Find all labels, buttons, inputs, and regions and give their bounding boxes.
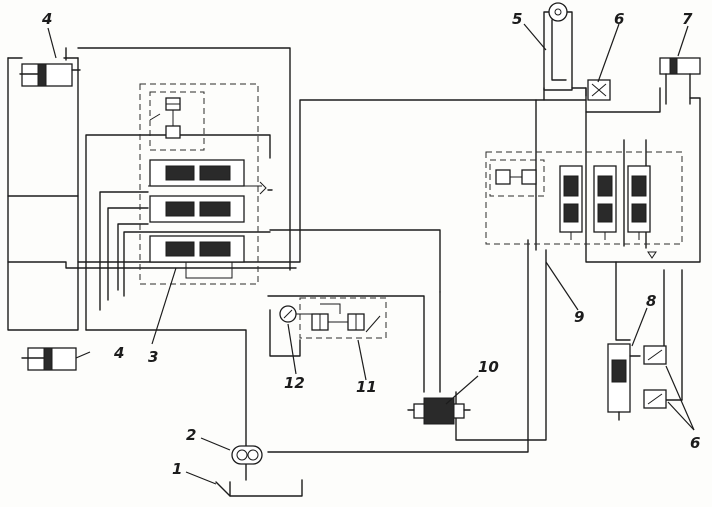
pipe-network: [7, 47, 701, 481]
cylinder-tilt: [607, 343, 641, 421]
label-cylinder-bottom-left: 4: [113, 344, 124, 362]
label-distributor-main: 3: [148, 348, 158, 366]
label-distributor-right: 9: [574, 308, 584, 326]
label-cylinder-tilt: 8: [646, 292, 656, 310]
label-cylinder-mast: 5: [512, 10, 522, 28]
distributor-main: [139, 83, 267, 285]
number-labels: 4 4 3 2 1 5 6 7 8 9 10 11 12 6: [41, 10, 700, 478]
distributor-right: [485, 151, 683, 259]
label-throttles-bottom: 6: [690, 434, 700, 452]
throttle-top: [587, 79, 611, 101]
leader-lines: [47, 23, 695, 485]
throttles-bottom: [643, 345, 667, 409]
label-tank: 1: [172, 460, 182, 478]
tank: [215, 479, 303, 497]
label-pump: 2: [186, 426, 196, 444]
label-gauge: 12: [284, 374, 305, 392]
valve-block: [296, 297, 387, 339]
steering-unit: [407, 397, 471, 425]
label-cylinder-top-right: 7: [682, 10, 693, 28]
cylinder-mast: [543, 2, 573, 91]
label-steering-unit: 10: [478, 358, 499, 376]
cylinder-top-left: [19, 63, 81, 87]
cylinder-bottom-left: [21, 347, 77, 371]
pump: [231, 445, 263, 465]
gauge: [279, 305, 297, 323]
label-valve-block: 11: [356, 378, 377, 396]
cylinder-top-right: [659, 57, 701, 105]
label-cylinder-top-left: 4: [41, 10, 52, 28]
label-throttle-top: 6: [614, 10, 624, 28]
